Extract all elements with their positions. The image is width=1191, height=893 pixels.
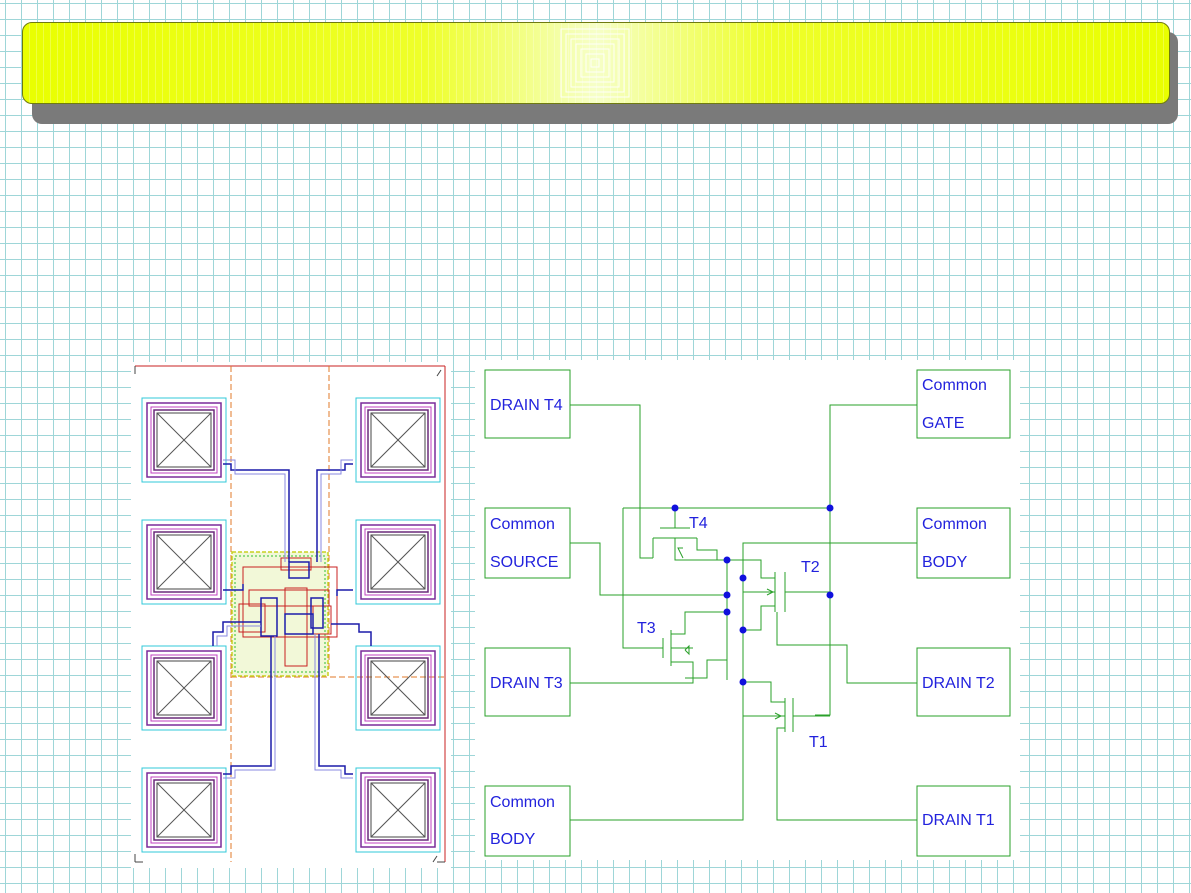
label-common-gate-1: Common <box>922 377 987 394</box>
bond-pad <box>355 645 441 731</box>
label-drain-t2: DRAIN T2 <box>922 675 995 692</box>
bond-pad <box>355 519 441 605</box>
label-t4: T4 <box>689 515 708 532</box>
layout-border <box>134 365 446 863</box>
layout-guides <box>230 366 445 862</box>
bond-pad <box>141 645 227 731</box>
box-drain-t4 <box>484 369 571 439</box>
label-common-body-left-1: Common <box>490 794 555 811</box>
label-drain-t3: DRAIN T3 <box>490 675 563 692</box>
box-drain-t3 <box>484 647 571 717</box>
schematic-wires <box>570 404 917 821</box>
box-drain-t2 <box>916 647 1011 717</box>
title-banner <box>22 22 1170 104</box>
box-common-source <box>484 507 571 579</box>
junction-dots <box>671 504 834 686</box>
active-area <box>231 551 338 677</box>
chip-layout-panel <box>131 362 451 868</box>
label-drain-t1: DRAIN T1 <box>922 812 995 829</box>
label-common-source-2: SOURCE <box>490 554 558 571</box>
box-common-body-right <box>916 507 1011 579</box>
bond-pad <box>141 767 227 853</box>
box-common-gate <box>916 369 1011 439</box>
label-common-body-right-1: Common <box>922 516 987 533</box>
box-drain-t1 <box>916 785 1011 857</box>
label-common-gate-2: GATE <box>922 415 964 432</box>
routing-wires <box>212 459 372 779</box>
label-common-body-right-2: BODY <box>922 554 968 571</box>
schematic-diagram: DRAIN T4 Common GATE Common SOURCE Commo… <box>484 369 1011 857</box>
bond-pad <box>141 519 227 605</box>
label-common-body-left-2: BODY <box>490 831 536 848</box>
label-drain-t4: DRAIN T4 <box>490 397 563 414</box>
bond-pad <box>355 767 441 853</box>
chip-layout-drawing <box>134 365 446 863</box>
bond-pads <box>141 397 441 853</box>
label-t1: T1 <box>809 734 828 751</box>
bond-pad <box>141 397 227 483</box>
label-t2: T2 <box>801 559 820 576</box>
bond-pad <box>355 397 441 483</box>
box-common-body-left <box>484 785 571 857</box>
schematic-panel: DRAIN T4 Common GATE Common SOURCE Commo… <box>475 360 1020 860</box>
label-common-source-1: Common <box>490 516 555 533</box>
banner-emblem-icon <box>560 28 630 98</box>
label-t3: T3 <box>637 620 656 637</box>
